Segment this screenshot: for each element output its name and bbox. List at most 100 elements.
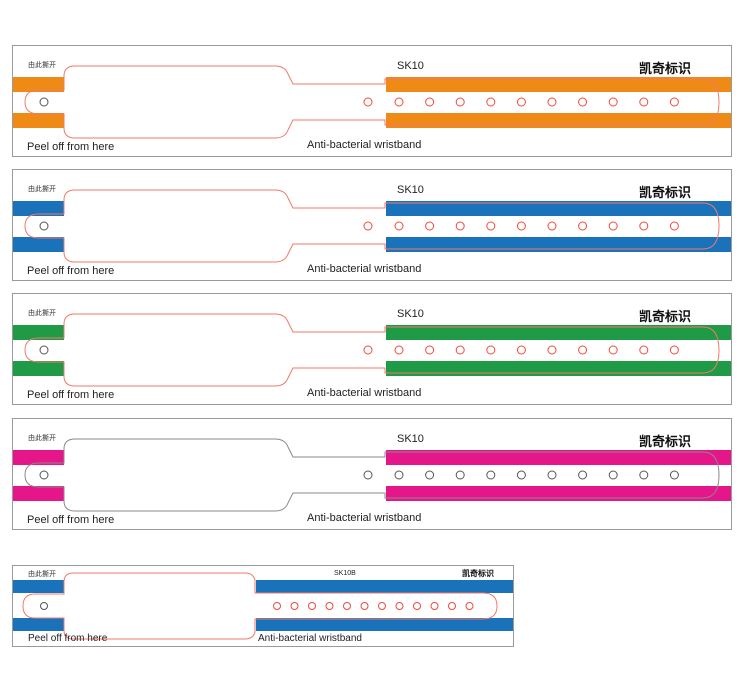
- right-stripe-top: [386, 201, 731, 216]
- peel-text: Peel off from here: [27, 265, 115, 277]
- peel-text: Peel off from here: [27, 141, 115, 153]
- adjust-hole: [290, 602, 299, 610]
- adjust-hole: [455, 470, 465, 480]
- wristband-green: 由此撕开 SK10 凯奇标识 Peel off from here Anti-b…: [12, 293, 732, 405]
- wristband-blue-small: 由此撕开 SK10B 凯奇标识 Peel off from here Anti-…: [12, 565, 514, 647]
- model-code: SK10B: [334, 570, 356, 577]
- wristband-magenta: 由此撕开 SK10 凯奇标识 Peel off from here Anti-b…: [12, 418, 732, 530]
- wristband-orange: 由此撕开 SK10 凯奇标识 Peel off from here Anti-b…: [12, 45, 732, 157]
- adjust-hole: [639, 470, 649, 480]
- adjust-hole: [425, 97, 435, 107]
- adjust-hole: [395, 602, 404, 610]
- right-stripe-bottom: [386, 486, 731, 501]
- adjust-hole: [608, 470, 618, 480]
- adjust-hole: [448, 602, 456, 610]
- band-outline-path: [24, 189, 720, 263]
- peel-text: Peel off from here: [28, 633, 108, 644]
- adjust-hole: [413, 602, 421, 610]
- left-stripe-top: [13, 325, 64, 340]
- adjust-hole: [547, 221, 557, 231]
- adjust-hole: [608, 345, 618, 355]
- adjust-hole: [639, 345, 649, 355]
- adjust-hole: [669, 97, 679, 107]
- product-text: Anti-bacterial wristband: [307, 263, 422, 275]
- adjust-hole: [516, 97, 526, 107]
- tear-label: 由此撕开: [28, 309, 56, 317]
- adjust-hole: [547, 97, 557, 107]
- adjust-hole: [455, 221, 465, 231]
- band-outline-path: [24, 313, 720, 387]
- adjust-hole: [455, 97, 465, 107]
- adjust-hole: [516, 345, 526, 355]
- snap-hole: [39, 470, 49, 480]
- band-outline: [22, 572, 498, 640]
- band-outline: [24, 189, 720, 263]
- model-code: SK10: [397, 308, 424, 320]
- left-stripe-top: [13, 580, 64, 593]
- adjust-hole: [669, 345, 679, 355]
- snap-hole: [39, 345, 49, 355]
- right-stripe-top: [386, 77, 731, 92]
- adjust-hole: [455, 345, 465, 355]
- adjust-hole: [608, 221, 618, 231]
- left-stripe-top: [13, 201, 64, 216]
- adjust-hole: [486, 470, 496, 480]
- wristband-blue: 由此撕开 SK10 凯奇标识 Peel off from here Anti-b…: [12, 169, 732, 281]
- adjust-hole: [465, 602, 474, 610]
- adjust-hole: [425, 221, 435, 231]
- left-stripe-bottom: [13, 361, 64, 376]
- adjust-hole: [486, 345, 496, 355]
- adjust-hole: [669, 221, 679, 231]
- adjust-hole: [486, 97, 496, 107]
- adjust-hole: [394, 97, 404, 107]
- brand-name: 凯奇标识: [639, 435, 692, 450]
- product-text: Anti-bacterial wristband: [307, 512, 422, 524]
- adjust-hole: [639, 97, 649, 107]
- adjust-hole: [516, 221, 526, 231]
- peel-text: Peel off from here: [27, 389, 115, 401]
- model-code: SK10: [397, 60, 424, 72]
- adjust-hole: [516, 470, 526, 480]
- adjust-hole: [669, 470, 679, 480]
- product-text: Anti-bacterial wristband: [307, 387, 422, 399]
- tear-label: 由此撕开: [28, 570, 56, 578]
- adjust-hole: [363, 345, 373, 355]
- tear-label: 由此撕开: [28, 185, 56, 193]
- right-stripe-bottom: [386, 361, 731, 376]
- brand-name: 凯奇标识: [639, 310, 692, 325]
- right-stripe-bottom: [256, 618, 513, 631]
- adjust-hole: [394, 221, 404, 231]
- product-text: Anti-bacterial wristband: [307, 139, 422, 151]
- adjust-hole: [343, 602, 351, 610]
- snap-hole: [39, 97, 49, 107]
- snap-hole: [39, 221, 49, 231]
- band-outline: [24, 65, 720, 139]
- band-outline-path: [24, 438, 720, 512]
- left-stripe-bottom: [13, 618, 64, 631]
- tear-label: 由此撕开: [28, 434, 56, 442]
- adjust-hole: [425, 470, 435, 480]
- adjust-hole: [430, 602, 439, 610]
- adjust-hole: [639, 221, 649, 231]
- band-outline: [24, 313, 720, 387]
- band-outline-path: [22, 572, 498, 640]
- band-outline-path: [24, 65, 720, 139]
- adjust-hole: [394, 345, 404, 355]
- adjust-hole: [486, 221, 496, 231]
- adjust-hole: [578, 221, 588, 231]
- left-stripe-bottom: [13, 237, 64, 252]
- adjust-hole: [608, 97, 618, 107]
- left-stripe-top: [13, 450, 64, 465]
- model-code: SK10: [397, 184, 424, 196]
- left-stripe-top: [13, 77, 64, 92]
- adjust-hole: [547, 470, 557, 480]
- band-outline: [24, 438, 720, 512]
- adjust-hole: [360, 602, 369, 610]
- left-stripe-bottom: [13, 486, 64, 501]
- snap-hole: [40, 602, 48, 610]
- adjust-hole: [578, 97, 588, 107]
- adjust-hole: [273, 602, 281, 610]
- right-stripe-top: [386, 450, 731, 465]
- adjust-hole: [394, 470, 404, 480]
- adjust-hole: [363, 470, 373, 480]
